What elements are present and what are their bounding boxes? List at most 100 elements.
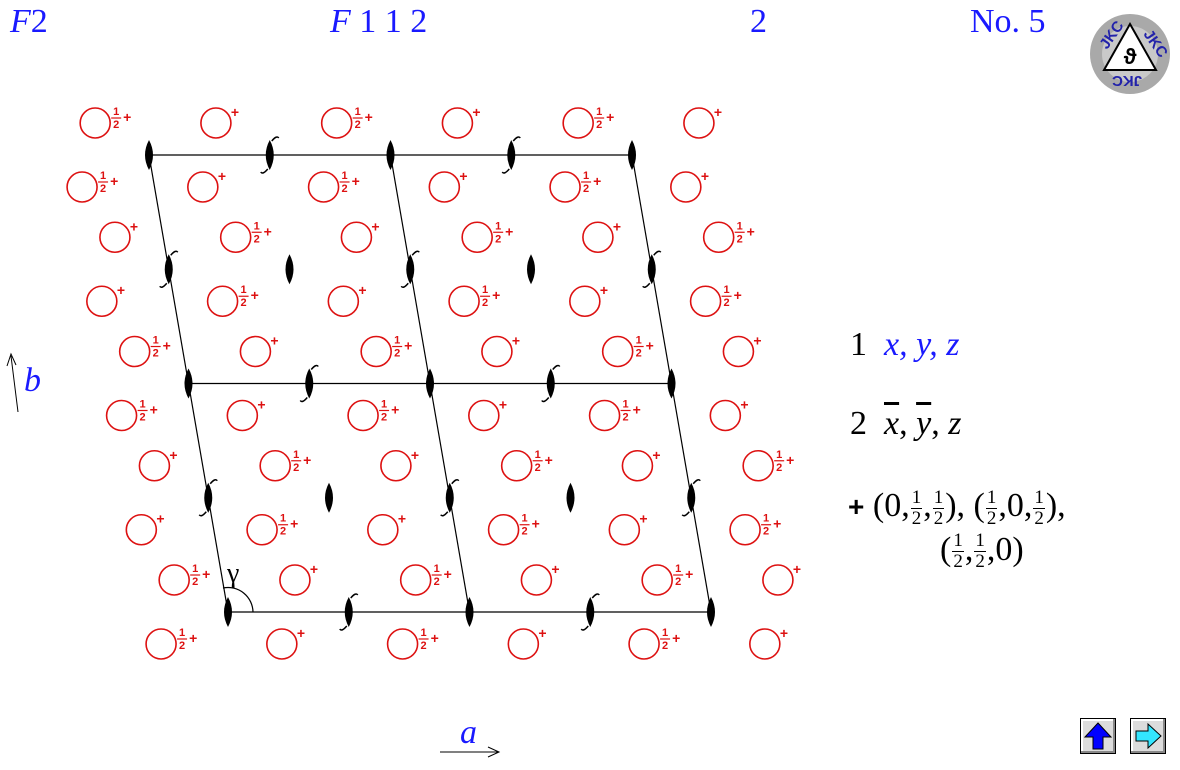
twofold-axis-symbol [325, 482, 333, 513]
twofold-axis-symbol [465, 597, 474, 627]
twofold-axis-symbol [707, 597, 715, 627]
twofold-axis-symbol [566, 482, 575, 513]
svg-text:2: 2 [280, 526, 286, 538]
general-position-circle: 12+ [206, 284, 259, 318]
general-position-circle: + [99, 218, 138, 254]
general-position-circle: 12+ [588, 398, 641, 432]
twofold-axes [145, 136, 715, 631]
general-position-circle: 12+ [399, 563, 452, 596]
svg-text:+: + [431, 630, 439, 646]
svg-text:2: 2 [113, 119, 119, 131]
svg-text:2: 2 [522, 526, 528, 538]
general-position-circle: 12+ [307, 170, 360, 203]
general-position-circle: 12+ [386, 627, 439, 660]
svg-text:2: 2 [153, 348, 159, 360]
twofold-axis-symbol [339, 593, 359, 631]
svg-text:2: 2 [254, 233, 260, 245]
svg-text:1: 1 [394, 335, 400, 347]
svg-text:+: + [492, 287, 500, 303]
svg-text:+: + [358, 282, 366, 298]
svg-text:2: 2 [623, 411, 629, 423]
next-button[interactable] [1130, 718, 1166, 754]
general-position-circle: 12+ [320, 106, 373, 139]
svg-text:+: + [545, 452, 553, 468]
svg-text:2: 2 [495, 233, 501, 245]
general-position-circle: + [266, 625, 305, 660]
svg-text:1: 1 [596, 106, 602, 118]
general-position-circle: + [709, 396, 749, 432]
svg-text:1: 1 [192, 563, 198, 575]
up-button[interactable] [1080, 718, 1116, 754]
twofold-axis-symbol [541, 364, 561, 403]
svg-text:1: 1 [140, 398, 146, 410]
general-position-circle: + [200, 104, 239, 139]
svg-text:+: + [371, 218, 379, 234]
twofold-axis-symbol [527, 254, 535, 285]
position-1: 1 x, y, z [850, 326, 960, 363]
general-position-circle: 12+ [145, 627, 197, 660]
general-position-circle: 12+ [601, 335, 654, 368]
svg-text:+: + [404, 338, 412, 354]
svg-text:+: + [290, 516, 298, 532]
jkc-logo: ϑ JKC JKC JKC [1090, 14, 1171, 94]
svg-text:2: 2 [535, 462, 541, 474]
svg-text:1: 1 [763, 513, 769, 525]
general-position-circle: + [520, 561, 560, 596]
general-position-circle: 12+ [500, 449, 553, 482]
up-arrow-icon [1083, 722, 1113, 750]
svg-text:2: 2 [724, 297, 730, 309]
svg-text:+: + [391, 401, 399, 417]
general-position-circle: 12+ [246, 513, 298, 546]
svg-text:+: + [459, 168, 467, 184]
svg-text:+: + [297, 625, 305, 641]
general-position-circle: + [569, 282, 608, 318]
axis-b-arrow-shaft [10, 355, 19, 413]
axis-a-label: a [460, 714, 477, 751]
general-position-circle: 12+ [448, 284, 500, 318]
svg-text:+: + [753, 333, 761, 349]
general-position-circle: 12 + [360, 335, 412, 368]
svg-text:+: + [532, 516, 540, 532]
svg-text:1: 1 [583, 170, 589, 182]
svg-text:2: 2 [394, 348, 400, 360]
gamma-angle: γ [222, 558, 254, 613]
svg-text:+: + [613, 218, 621, 234]
svg-text:+: + [365, 109, 373, 125]
axis-b-label: b [24, 362, 41, 399]
general-position-circle: 12+ [702, 220, 755, 254]
svg-text:+: + [117, 282, 125, 298]
general-position-circle: 12+ [742, 449, 794, 482]
general-position-circle: 12+ [729, 513, 781, 546]
svg-text:+: + [270, 333, 278, 349]
twofold-axis-symbol [285, 254, 294, 285]
general-position-circle: 12+ [158, 563, 210, 596]
svg-text:2: 2 [421, 640, 427, 652]
svg-text:+: + [110, 173, 118, 189]
svg-text:1: 1 [241, 284, 247, 296]
svg-text:+: + [633, 401, 641, 417]
svg-text:+: + [786, 452, 794, 468]
svg-text:1: 1 [776, 449, 782, 461]
general-position-circle: 12+ [549, 170, 601, 203]
space-group-number: No. 5 [970, 3, 1046, 40]
twofold-axis-symbol [628, 140, 636, 170]
axis-arrows [6, 352, 501, 758]
svg-text:2: 2 [241, 297, 247, 309]
svg-text:2: 2 [192, 576, 198, 588]
general-positions: 12+12++++12+12+12++++12+12+12+++12+12+++… [66, 104, 801, 660]
svg-text:2: 2 [763, 526, 769, 538]
gamma-label: γ [226, 558, 239, 589]
svg-text:1: 1 [254, 220, 260, 232]
svg-text:+: + [123, 109, 131, 125]
general-position-circle: + [239, 333, 279, 368]
svg-text:2: 2 [355, 119, 361, 131]
point-group: 2 [750, 3, 767, 40]
svg-text:2: 2 [482, 297, 488, 309]
svg-text:+: + [218, 168, 226, 184]
svg-text:+: + [793, 561, 801, 577]
twofold-axis-symbol [386, 140, 395, 170]
general-position-circle: + [670, 168, 709, 203]
general-position-circle: + [507, 625, 547, 660]
twofold-axis-symbol [642, 250, 662, 288]
svg-text:+: + [646, 338, 654, 354]
